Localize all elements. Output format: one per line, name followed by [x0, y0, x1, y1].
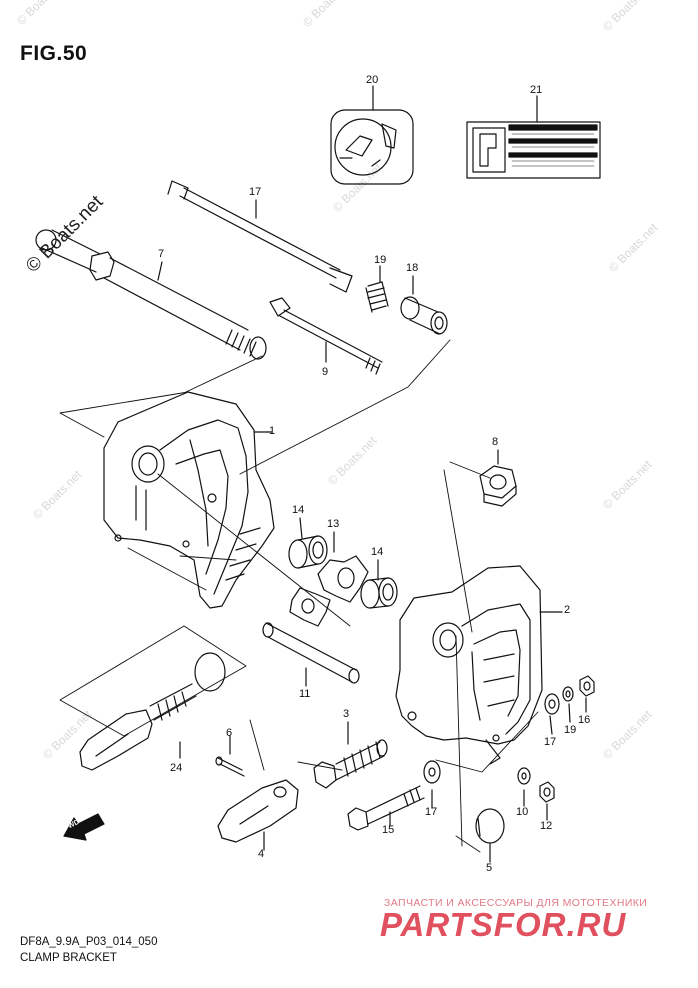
part-4-clamp-handle — [217, 779, 299, 843]
part-6-pin — [215, 756, 245, 777]
part-number: 16 — [578, 714, 591, 726]
part-number: 4 — [258, 848, 265, 860]
figure-code: DF8A_9.9A_P03_014_050 — [20, 936, 158, 948]
part-number: 5 — [486, 862, 493, 874]
part-17-washer-center — [423, 760, 441, 784]
part-number: 14 — [292, 504, 305, 516]
part-number: 21 — [530, 84, 543, 96]
part-number: 17 — [249, 186, 262, 198]
part-number: 3 — [343, 708, 350, 720]
figure-title: FIG.50 — [20, 42, 88, 65]
part-number: 17 — [544, 736, 557, 748]
part-2-stern-bracket-right — [395, 565, 543, 765]
part-17-washer — [544, 693, 560, 715]
part-number: 9 — [322, 366, 329, 378]
part-14-bushing — [288, 535, 328, 569]
part-13-tilt-plate — [289, 555, 369, 627]
part-number: 12 — [540, 820, 553, 832]
part-number: 13 — [327, 518, 340, 530]
part-24-clamp-assembly — [59, 625, 247, 771]
part-number: 14 — [371, 546, 384, 558]
part-15-bolt — [347, 785, 425, 831]
part-10-washer — [517, 767, 531, 785]
part-7-clamp-shaft — [35, 229, 267, 360]
part-23-warning-label — [466, 121, 601, 179]
part-14-bushing-right — [360, 577, 398, 609]
part-8-nut — [479, 465, 517, 507]
part-11-rod — [262, 622, 360, 684]
fwd-arrow-icon — [63, 813, 105, 841]
part-21-spring — [365, 281, 389, 313]
part-number: 2 — [564, 604, 571, 616]
part-20-bushing — [400, 296, 448, 335]
part-number: 19 — [564, 724, 577, 736]
part-number: 1 — [269, 425, 276, 437]
part-number: 10 — [516, 806, 529, 818]
part-1-stern-bracket-left — [103, 391, 275, 609]
part-9-long-bolt — [269, 297, 383, 375]
part-3-adjust-bolt — [313, 739, 388, 789]
part-number: 6 — [226, 727, 233, 739]
part-18-washer — [562, 686, 574, 702]
part-number: 17 — [425, 806, 438, 818]
part-number: 20 — [366, 74, 379, 86]
part-16-nut — [579, 675, 595, 697]
part-number: 8 — [492, 436, 499, 448]
part-5-cap — [475, 808, 505, 844]
brand-logo: PARTSFOR.RU — [380, 906, 627, 943]
part-number: 18 — [406, 262, 419, 274]
part-number: 11 — [299, 688, 311, 700]
figure-caption: CLAMP BRACKET — [20, 952, 117, 964]
part-number: 7 — [158, 248, 165, 260]
part-number: 24 — [170, 762, 183, 774]
part-12-nut — [539, 781, 555, 803]
part-19-tilt-rod — [167, 180, 353, 293]
part-number: 19 — [374, 254, 387, 266]
part-number: 15 — [382, 824, 395, 836]
part-22-label-sticker — [330, 109, 414, 185]
brand-tagline: ЗАПЧАСТИ И АКСЕССУАРЫ ДЛЯ МОТОТЕХНИКИ — [384, 897, 648, 909]
